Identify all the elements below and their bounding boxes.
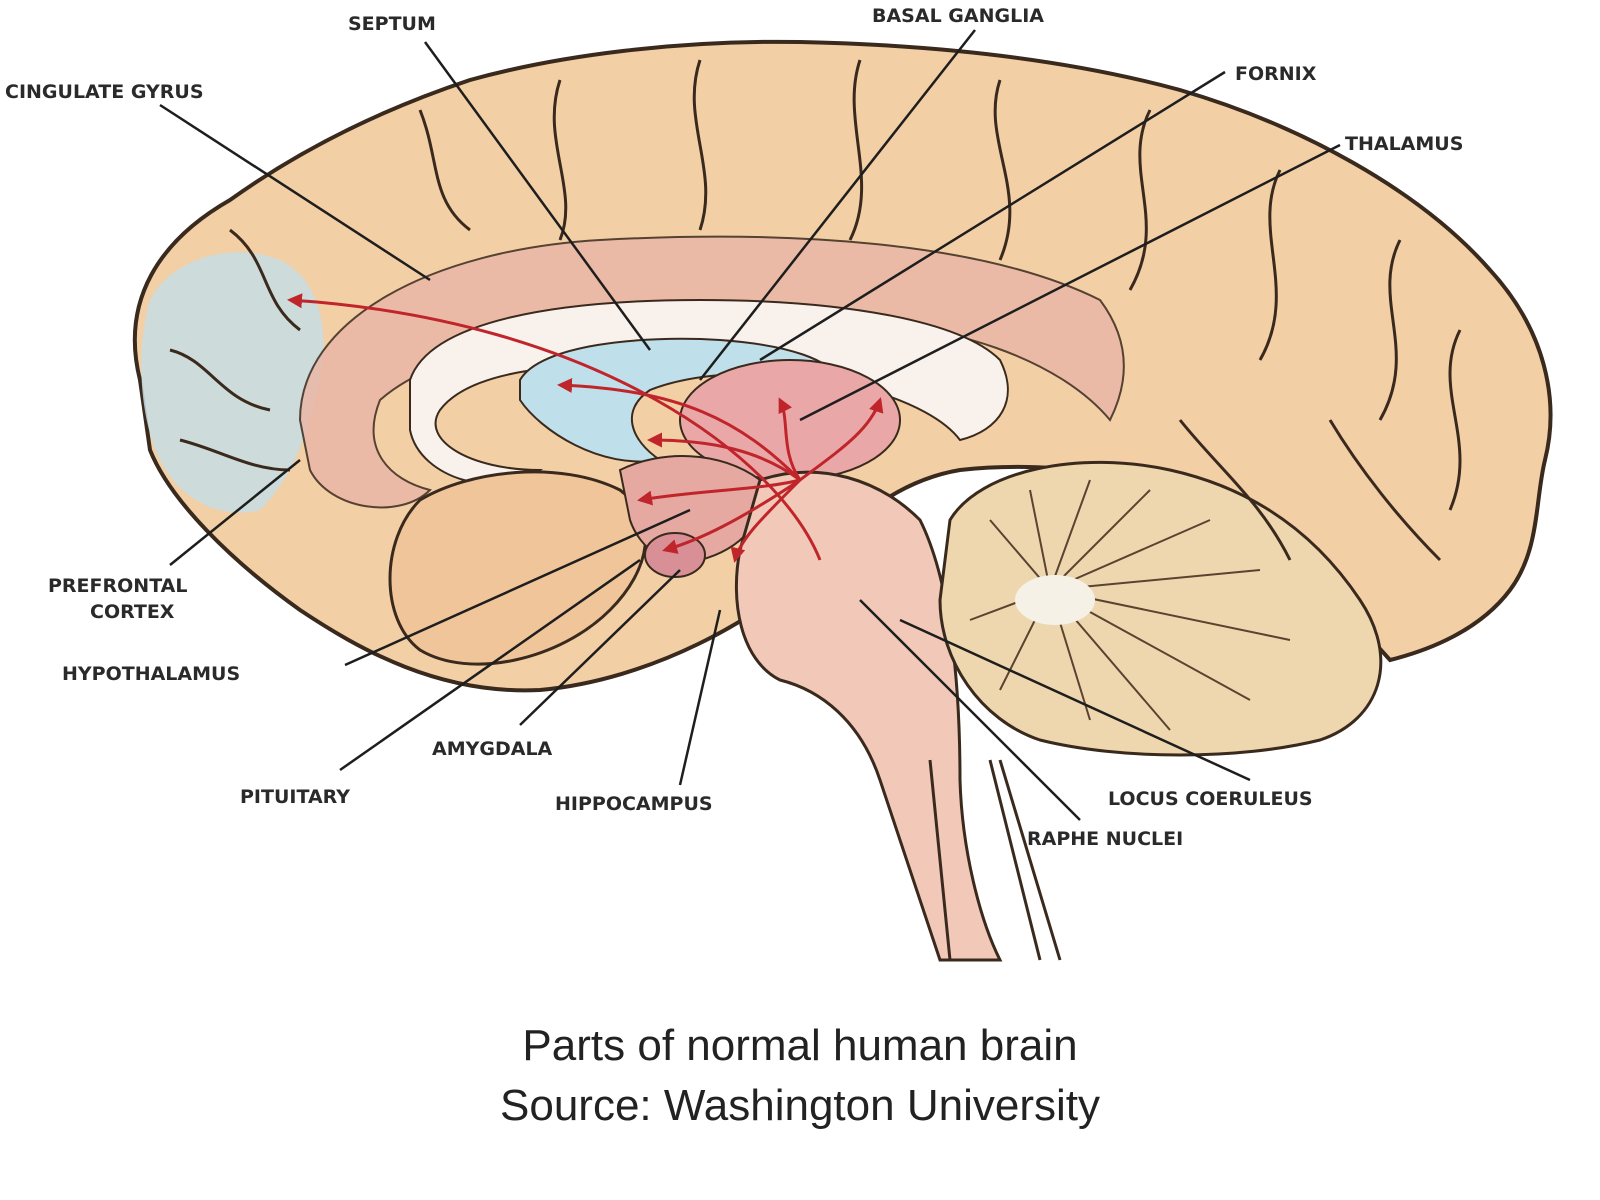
label-pituitary: PITUITARY: [240, 786, 350, 808]
cingulate-gyrus: [298, 235, 1125, 509]
label-amygdala: AMYGDALA: [432, 738, 553, 760]
label-prefrontal-line1: PREFRONTAL: [48, 575, 188, 597]
leader-lines: [159, 29, 1341, 821]
label-hippocampus: HIPPOCAMPUS: [555, 793, 713, 815]
gyri-sulci: [169, 59, 1462, 562]
caption-source: Source: Washington University: [500, 1081, 1100, 1130]
label-basal-ganglia: BASAL GANGLIA: [872, 5, 1044, 27]
spinal-cord: [928, 759, 1062, 961]
label-locus-coeruleus: LOCUS COERULEUS: [1108, 788, 1313, 810]
brainstem: [734, 470, 1003, 962]
label-hypothalamus: HYPOTHALAMUS: [62, 663, 240, 685]
label-raphe-nuclei: RAPHE NUCLEI: [1027, 828, 1183, 850]
cerebellum-white-matter: [1015, 575, 1095, 625]
label-fornix: FORNIX: [1235, 63, 1317, 85]
pituitary-gland: [644, 532, 706, 578]
neural-pathways: [287, 293, 884, 563]
label-septum: SEPTUM: [348, 13, 436, 35]
cerebellum: [938, 460, 1383, 757]
caption-title: Parts of normal human brain: [522, 1021, 1078, 1070]
label-prefrontal-line2: CORTEX: [90, 601, 175, 623]
label-cingulate-gyrus: CINGULATE GYRUS: [5, 81, 204, 103]
label-thalamus: THALAMUS: [1345, 133, 1463, 155]
prefrontal-region: [141, 252, 324, 513]
corpus-callosum: [409, 298, 1009, 485]
